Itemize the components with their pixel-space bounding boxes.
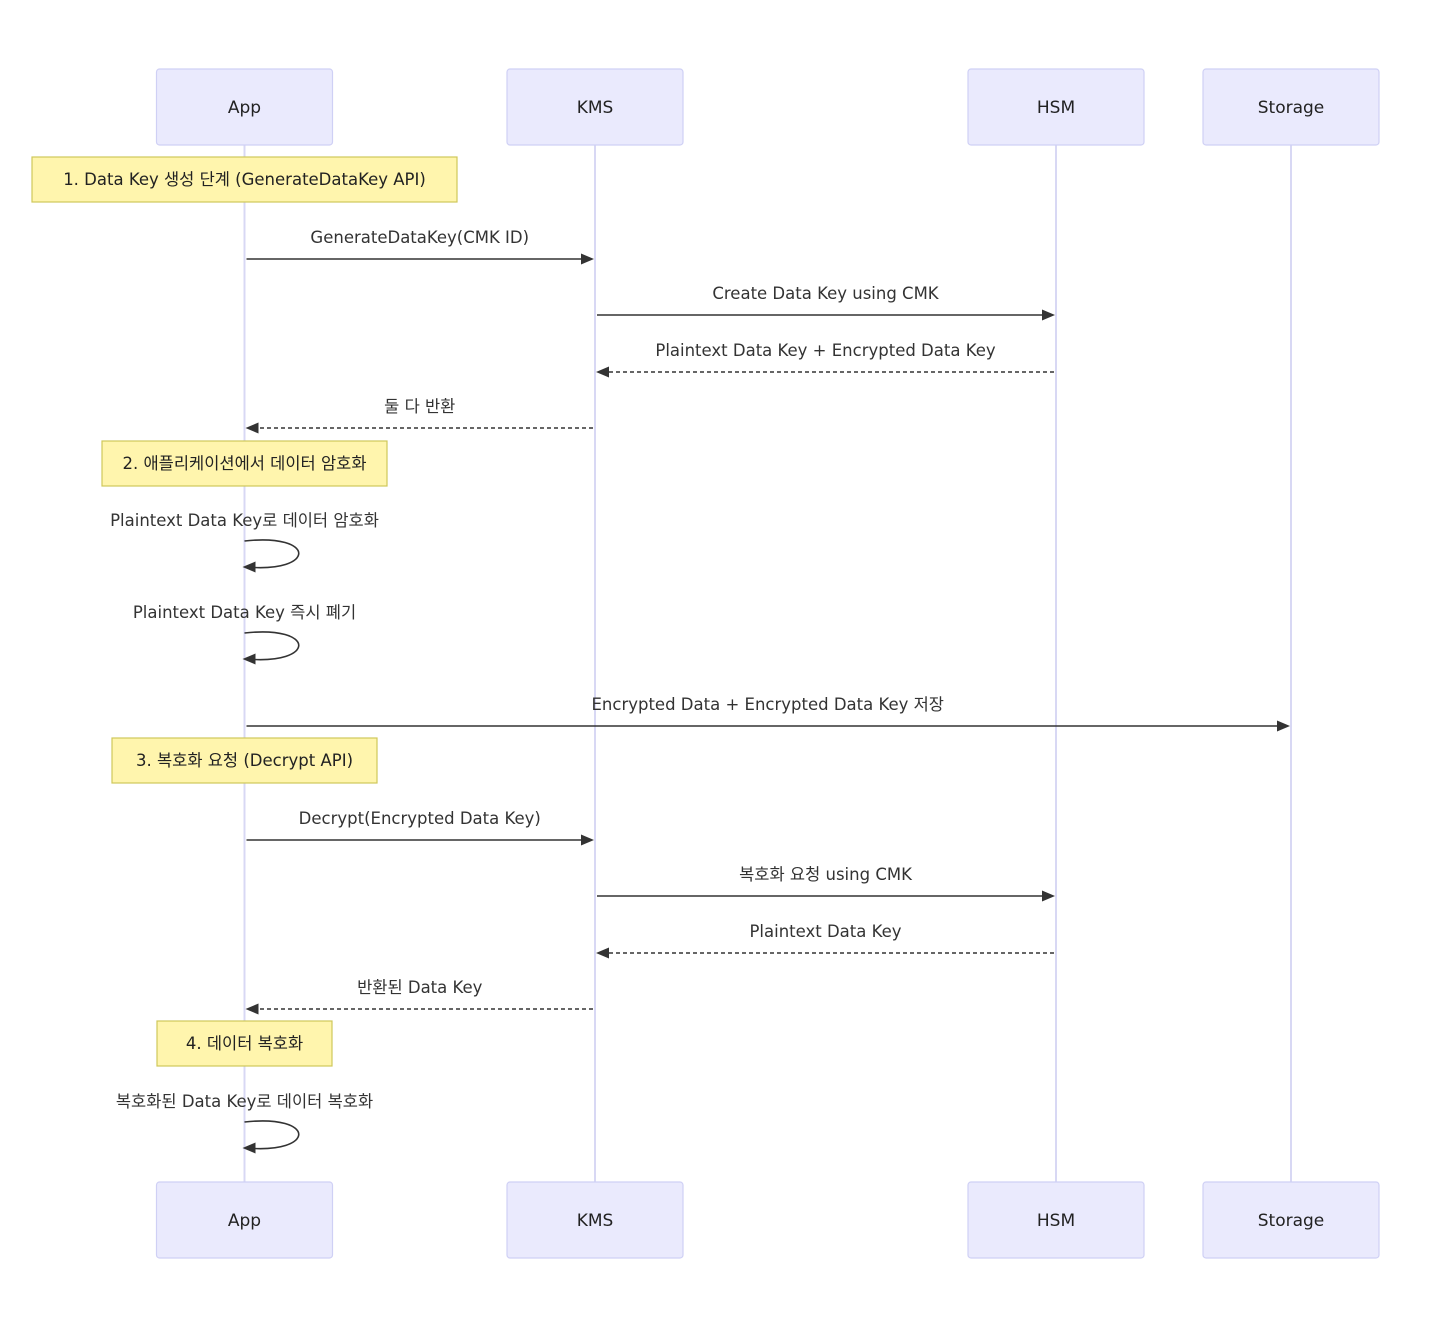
message-label: 복호화된 Data Key로 데이터 복호화: [116, 1092, 373, 1111]
message-label: Decrypt(Encrypted Data Key): [299, 809, 541, 828]
note-text: 1. Data Key 생성 단계 (GenerateDataKey API): [63, 170, 426, 189]
note-box: [31, 156, 458, 203]
participant-label: KMS: [577, 98, 614, 118]
message-label: Create Data Key using CMK: [712, 284, 939, 303]
note-1: 1. Data Key 생성 단계 (GenerateDataKey API): [31, 156, 458, 203]
lifelines: [243, 145, 1292, 1182]
participant-storage-top: Storage: [1202, 68, 1380, 146]
participant-storage-bottom: Storage: [1202, 1181, 1380, 1259]
message-label: Encrypted Data + Encrypted Data Key 저장: [591, 695, 944, 714]
message-8: Decrypt(Encrypted Data Key): [246, 809, 594, 846]
participant-hsm-top: HSM: [967, 68, 1145, 146]
note-4: 4. 데이터 복호화: [156, 1020, 333, 1067]
message-label: Plaintext Data Key 즉시 폐기: [133, 603, 356, 622]
self-loop-line: [244, 1120, 300, 1150]
arrow-head: [245, 1003, 259, 1015]
participant-label: Storage: [1258, 1211, 1325, 1231]
note-text: 4. 데이터 복호화: [186, 1034, 303, 1053]
participant-label: App: [228, 98, 261, 118]
note-3: 3. 복호화 요청 (Decrypt API): [111, 737, 378, 784]
messages: GenerateDataKey(CMK ID) Create Data Key u…: [110, 228, 1290, 1154]
note-text: 2. 애플리케이션에서 데이터 암호화: [123, 454, 367, 473]
participant-label: KMS: [577, 1211, 614, 1231]
arrow-head: [581, 834, 594, 846]
participant-label: App: [228, 1211, 261, 1231]
participant-box: [155, 1181, 334, 1259]
participant-box: [967, 68, 1145, 146]
self-loop-line: [244, 539, 300, 569]
participants-bottom: App KMS HSM Storage: [155, 1181, 1380, 1259]
message-4: 둘 다 반환: [245, 397, 593, 434]
note-2: 2. 애플리케이션에서 데이터 암호화: [101, 440, 388, 487]
note-box: [156, 1020, 333, 1067]
participant-label: HSM: [1037, 98, 1075, 118]
message-label: GenerateDataKey(CMK ID): [310, 228, 529, 247]
participant-box: [967, 1181, 1145, 1259]
participant-label: Storage: [1258, 98, 1325, 118]
participant-app-top: App: [155, 68, 334, 146]
message-label: 복호화 요청 using CMK: [739, 865, 913, 884]
participant-app-bottom: App: [155, 1181, 334, 1259]
arrow-head: [242, 561, 256, 573]
arrow-head: [1042, 890, 1055, 902]
message-5: Plaintext Data Key로 데이터 암호화: [110, 511, 379, 573]
message-10: Plaintext Data Key: [596, 922, 1054, 959]
arrow-head: [581, 253, 594, 265]
participant-box: [1202, 1181, 1380, 1259]
participant-box: [506, 68, 684, 146]
note-box: [101, 440, 388, 487]
participant-hsm-bottom: HSM: [967, 1181, 1145, 1259]
arrow-head: [596, 947, 609, 959]
participant-box: [1202, 68, 1380, 146]
message-label: Plaintext Data Key로 데이터 암호화: [110, 511, 379, 530]
participant-label: HSM: [1037, 1211, 1075, 1231]
message-7: Encrypted Data + Encrypted Data Key 저장: [246, 695, 1290, 732]
message-11: 반환된 Data Key: [245, 978, 593, 1015]
message-label: 반환된 Data Key: [357, 978, 483, 997]
arrow-head: [242, 1142, 256, 1154]
message-1: GenerateDataKey(CMK ID): [246, 228, 594, 265]
message-label: Plaintext Data Key: [749, 922, 901, 941]
message-label: 둘 다 반환: [384, 397, 455, 416]
message-9: 복호화 요청 using CMK: [597, 865, 1055, 902]
participants-top: App KMS HSM Storage: [155, 68, 1380, 146]
message-12: 복호화된 Data Key로 데이터 복호화: [116, 1092, 373, 1154]
participant-box: [155, 68, 334, 146]
arrow-head: [1042, 309, 1055, 321]
arrow-head: [1277, 720, 1290, 732]
note-text: 3. 복호화 요청 (Decrypt API): [136, 751, 353, 770]
participant-box: [506, 1181, 684, 1259]
notes: 1. Data Key 생성 단계 (GenerateDataKey API) 2…: [31, 156, 458, 1067]
arrow-head: [242, 653, 256, 665]
message-label: Plaintext Data Key + Encrypted Data Key: [655, 341, 995, 360]
message-6: Plaintext Data Key 즉시 폐기: [133, 603, 356, 665]
note-box: [111, 737, 378, 784]
arrow-head: [245, 422, 259, 434]
message-3: Plaintext Data Key + Encrypted Data Key: [596, 341, 1054, 378]
participant-kms-top: KMS: [506, 68, 684, 146]
message-2: Create Data Key using CMK: [597, 284, 1055, 321]
self-loop-line: [244, 631, 300, 661]
participant-kms-bottom: KMS: [506, 1181, 684, 1259]
arrow-head: [596, 366, 609, 378]
